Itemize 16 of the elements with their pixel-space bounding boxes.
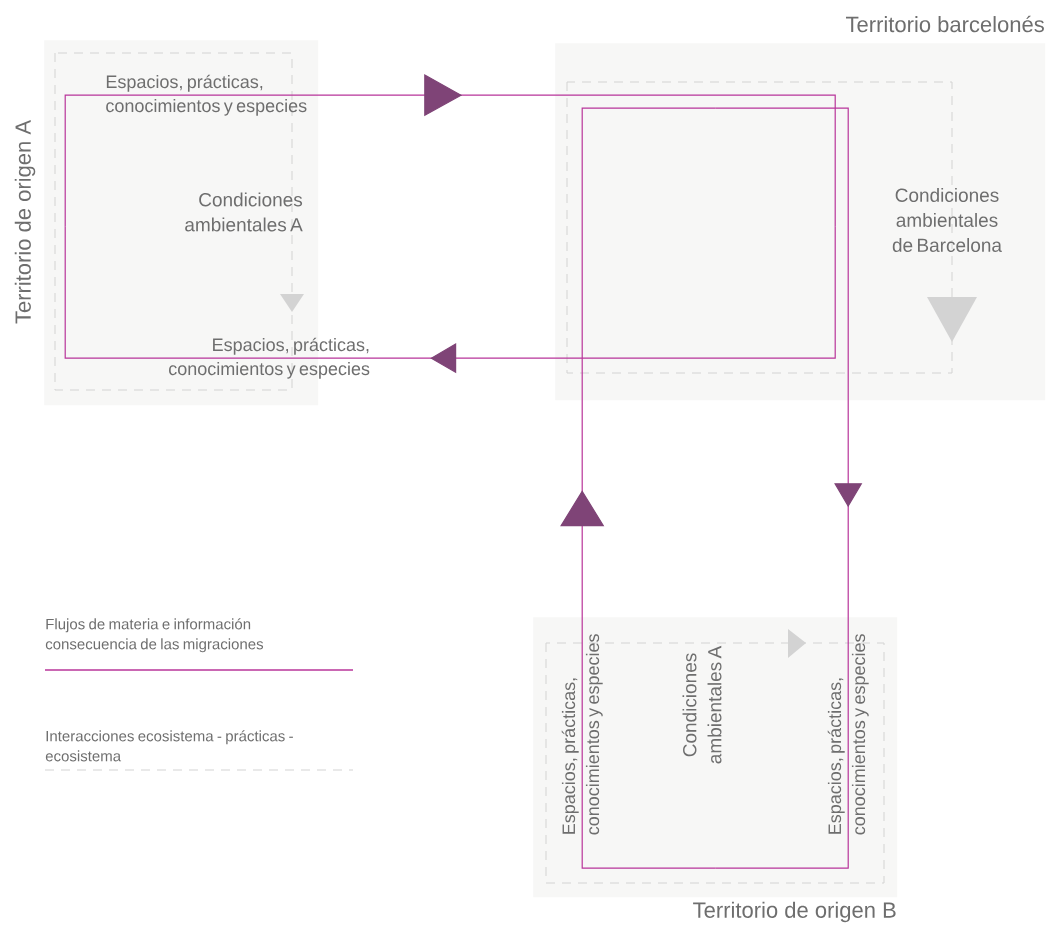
territory-heading: Territorio de origen A <box>14 120 36 324</box>
conditions-label: Condiciones ambientales A <box>185 192 303 232</box>
edge-label: Espacios, prácticas, conocimientos y especies <box>561 634 603 835</box>
legend-label: Interacciones ecosistema - prácticas - ecosistema <box>45 730 293 762</box>
flow-arrow <box>64 225 836 374</box>
flow-arrow <box>560 107 716 869</box>
legend-label: Flujos de materia e información consecuencia de las migraciones <box>45 618 264 653</box>
edge-label: Espacios, prácticas, conocimientos y especies <box>827 634 869 835</box>
territory-heading: Territorio barcelonés <box>846 15 1044 33</box>
conditions-label: Condiciones ambientales de Barcelona <box>892 188 1002 252</box>
edge-label: Espacios, prácticas, conocimientos y especies <box>169 337 370 379</box>
edge-label: Espacios, prácticas, conocimientos y especies <box>106 74 307 116</box>
flow-arrow <box>64 74 836 227</box>
flow-arrow <box>714 107 863 869</box>
conditions-label: Condiciones ambientales A <box>682 645 722 764</box>
territory-heading: Territorio de origen B <box>693 901 896 923</box>
